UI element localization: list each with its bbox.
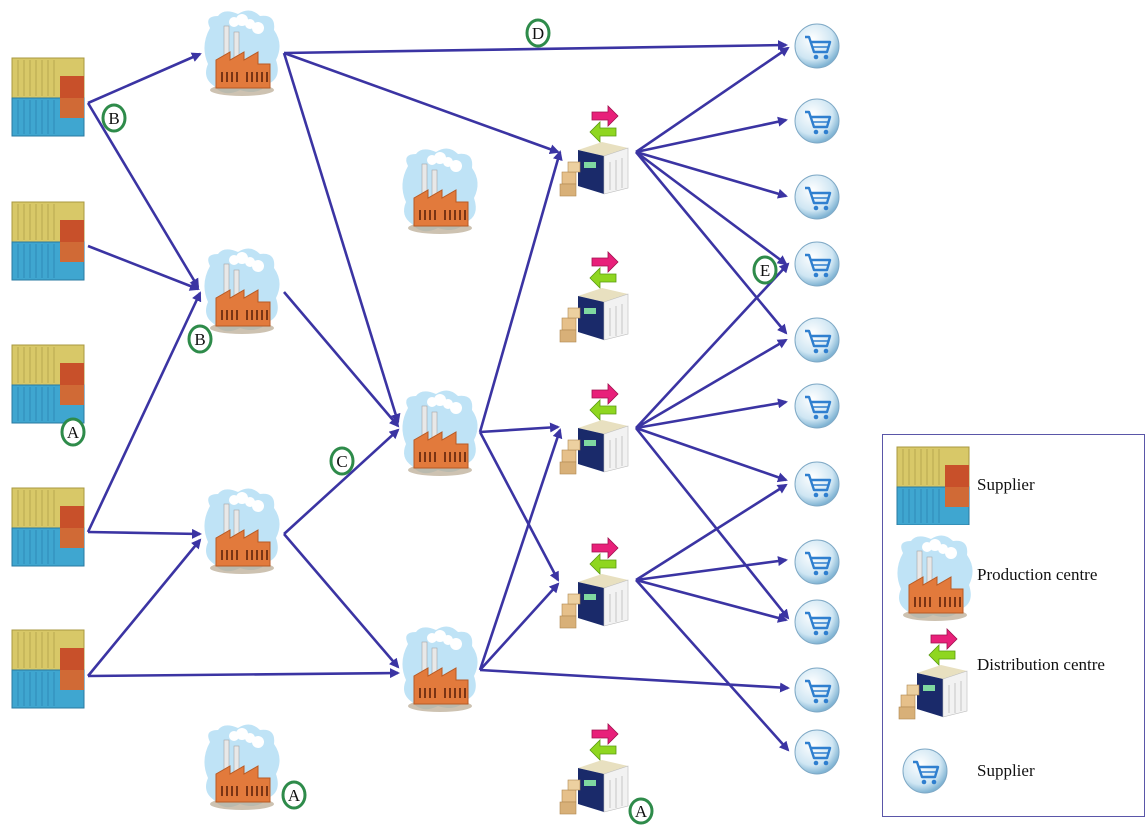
factory-icon: [203, 487, 281, 575]
legend-label: Distribution centre: [977, 655, 1105, 674]
arrow-d3-c7: [635, 426, 788, 483]
arrow-p4-d1: [478, 150, 563, 433]
arrow-d3-c5: [635, 338, 788, 430]
legend-item-supplier: Supplier: [883, 445, 1144, 525]
arrow-p4-d4: [478, 431, 560, 582]
distribution-icon: [559, 537, 629, 629]
container-icon: [11, 201, 85, 281]
arrow-p5-d3: [478, 428, 563, 671]
arrow-p5-d4: [479, 582, 560, 671]
letter-badge: A: [628, 797, 654, 825]
letter-badge: C: [329, 446, 355, 476]
arrow-s5-p3: [86, 538, 202, 677]
distribution-icon: [559, 251, 629, 343]
container-icon: [896, 446, 970, 525]
cart-icon: [793, 460, 841, 508]
arrow-d4-c8: [635, 556, 788, 582]
cart-icon: [793, 598, 841, 646]
cart-icon: [793, 240, 841, 288]
factory-icon: [401, 625, 479, 713]
svg-text:B: B: [108, 109, 119, 128]
arrow-s4-p2: [86, 291, 202, 533]
svg-text:A: A: [288, 786, 301, 805]
arrow-s4-p3: [87, 528, 202, 539]
arrow-p1-c1: [283, 40, 788, 55]
svg-text:A: A: [635, 802, 648, 821]
svg-text:B: B: [194, 330, 205, 349]
factory-icon: [203, 723, 281, 811]
cart-icon: [793, 538, 841, 586]
letter-badge: E: [752, 255, 778, 285]
letter-badge: A: [60, 417, 86, 447]
arrow-d4-c9: [635, 578, 788, 623]
cart-icon: [793, 382, 841, 430]
legend-label: Supplier: [977, 761, 1035, 780]
arrow-p4-d3: [479, 422, 560, 434]
arrow-d3-c6: [635, 398, 788, 430]
svg-text:E: E: [760, 261, 770, 280]
container-icon: [11, 487, 85, 567]
arrow-p3-p4: [283, 428, 400, 535]
container-icon: [11, 57, 85, 137]
arrow-d1-c3: [635, 150, 788, 199]
arrow-d1-c4: [635, 150, 788, 266]
arrow-d4-c7: [635, 483, 788, 582]
factory-icon: [401, 389, 479, 477]
svg-text:D: D: [532, 24, 544, 43]
arrow-s1-p2: [86, 102, 200, 289]
cart-icon: [793, 22, 841, 70]
distribution-icon: [559, 723, 629, 815]
cart-icon: [793, 316, 841, 364]
distribution-icon: [559, 383, 629, 475]
letter-badge: B: [187, 324, 213, 354]
legend-item-production-centre: Production centre: [883, 535, 1144, 621]
arrow-d1-c2: [635, 116, 788, 154]
distribution-icon: [559, 105, 629, 197]
factory-icon: [203, 9, 281, 97]
container-icon: [11, 629, 85, 709]
legend: Supplier Production centre Distribution …: [882, 434, 1145, 817]
arrow-s1-p1: [87, 52, 202, 105]
legend-label: Production centre: [977, 565, 1098, 584]
cart-icon: [901, 747, 949, 795]
svg-text:A: A: [67, 423, 80, 442]
container-icon: [11, 344, 85, 424]
legend-item-distribution-centre: Distribution centre: [883, 625, 1144, 720]
arrow-p1-p4: [282, 52, 401, 424]
arrow-p2-p4: [283, 291, 400, 428]
letter-badge: D: [525, 18, 551, 48]
factory-icon: [203, 247, 281, 335]
cart-icon: [793, 666, 841, 714]
letter-badge: A: [281, 780, 307, 810]
arrow-p1-d1: [283, 51, 560, 154]
letter-badge: B: [101, 103, 127, 133]
svg-text:C: C: [336, 452, 347, 471]
arrow-d3-c4: [635, 262, 790, 429]
cart-icon: [793, 728, 841, 776]
arrow-p3-p5: [283, 533, 400, 669]
cart-icon: [793, 97, 841, 145]
arrow-s5-p5: [87, 668, 400, 679]
arrow-d4-c11: [635, 579, 790, 752]
arrow-d3-c9: [634, 427, 790, 620]
arrow-d1-c1: [635, 46, 790, 154]
distribution-icon: [898, 628, 968, 720]
factory-icon: [401, 147, 479, 235]
factory-icon: [896, 535, 974, 621]
arrow-p5-c10: [479, 668, 790, 693]
cart-icon: [793, 173, 841, 221]
arrow-s2-p2: [87, 244, 200, 291]
legend-label: Supplier: [977, 475, 1035, 494]
legend-item-customer: Supplier: [883, 731, 1144, 811]
arrow-d1-c5: [634, 151, 788, 335]
